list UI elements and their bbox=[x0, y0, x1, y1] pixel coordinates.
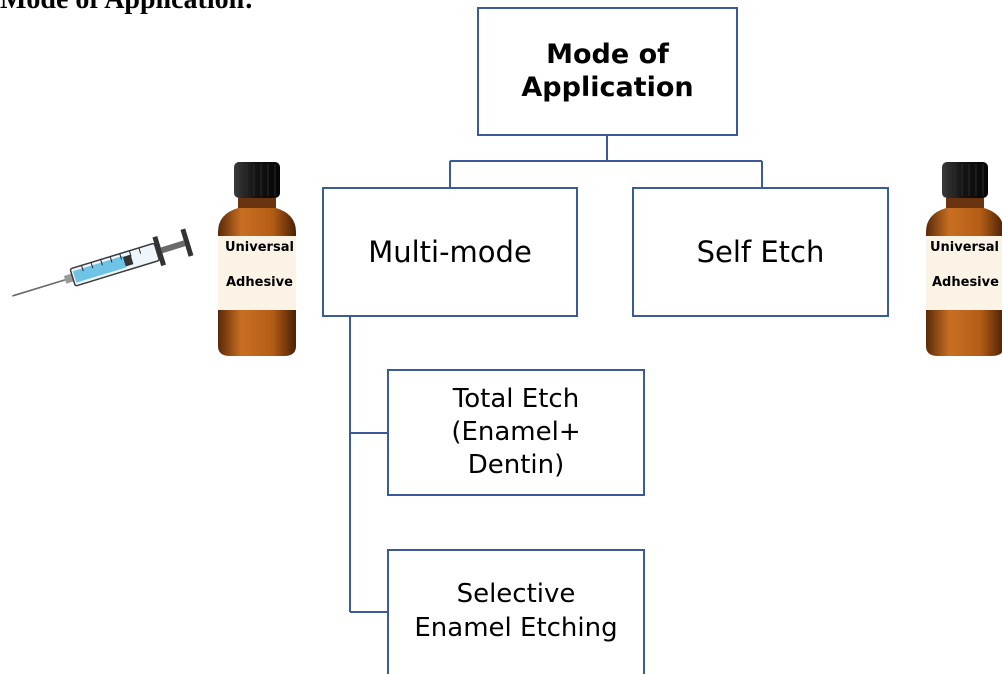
universal-adhesive-bottle-right: Universal Adhesive bbox=[922, 160, 1002, 360]
bottle-label-line2: Adhesive bbox=[932, 275, 999, 290]
selective-enamel-etching-label: Selective Enamel Etching bbox=[414, 579, 618, 643]
bottle-icon bbox=[218, 162, 296, 356]
multi-mode-label: Multi-mode bbox=[368, 234, 532, 269]
universal-adhesive-bottle-left: Universal Adhesive bbox=[214, 160, 300, 360]
self-etch-node: Self Etch bbox=[632, 187, 889, 317]
selective-enamel-etching-node: Selective Enamel Etching bbox=[387, 549, 645, 674]
syringe-icon bbox=[12, 228, 194, 297]
bottle-label-line1: Universal bbox=[225, 240, 294, 255]
bottle-label-line1: Universal bbox=[930, 240, 999, 255]
multi-mode-node: Multi-mode bbox=[322, 187, 578, 317]
bottle-label-line2: Adhesive bbox=[226, 275, 293, 290]
page-heading: Mode of Application: bbox=[0, 0, 254, 16]
mode-of-application-node: Mode of Application bbox=[477, 7, 738, 136]
total-etch-label: Total Etch (Enamel+ Dentin) bbox=[451, 383, 581, 481]
self-etch-label: Self Etch bbox=[696, 234, 825, 269]
mode-of-application-label: Mode of Application bbox=[521, 39, 694, 103]
total-etch-node: Total Etch (Enamel+ Dentin) bbox=[387, 369, 645, 496]
bottle-icon bbox=[926, 162, 1002, 356]
